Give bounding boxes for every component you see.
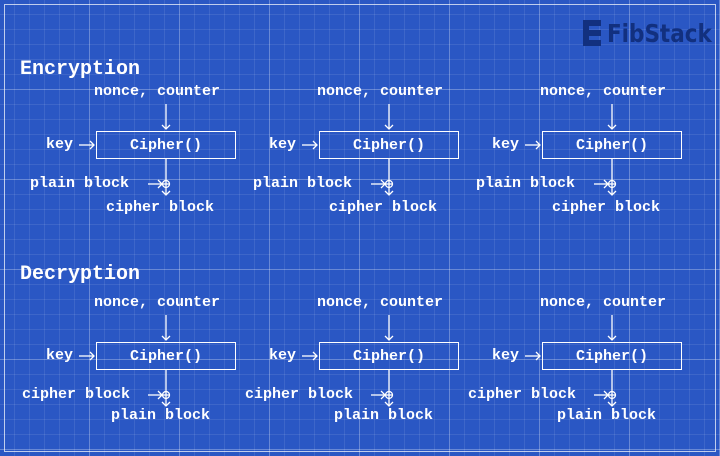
cipher-function-box: Cipher() (319, 131, 459, 159)
key-label: key (492, 347, 520, 364)
output-arrowhead (384, 401, 394, 407)
nonce-arrowhead (161, 335, 171, 341)
cipher-function-box: Cipher() (542, 131, 682, 159)
nonce-counter-label: nonce, counter (540, 83, 667, 100)
nonce-counter-label: nonce, counter (540, 294, 667, 311)
output-block-label: plain block (111, 407, 211, 424)
key-label: key (46, 347, 74, 364)
input-arrowhead (157, 179, 163, 189)
brand-logo: FibStack (583, 18, 720, 48)
input-block-label: cipher block (245, 386, 354, 403)
input-arrowhead (603, 179, 609, 189)
cipher-function-box: Cipher() (542, 342, 682, 370)
nonce-counter-label: nonce, counter (94, 83, 221, 100)
nonce-arrowhead (384, 124, 394, 130)
output-block-label: cipher block (329, 199, 438, 216)
section-title-encryption: Encryption (20, 58, 141, 81)
key-arrowhead (312, 140, 318, 150)
output-arrowhead (161, 190, 171, 196)
output-block-label: plain block (334, 407, 434, 424)
key-label: key (269, 136, 297, 153)
key-arrowhead (89, 140, 95, 150)
key-arrowhead (535, 351, 541, 361)
nonce-arrowhead (607, 335, 617, 341)
key-label: key (269, 347, 297, 364)
input-block-label: plain block (30, 175, 130, 192)
input-block-label: plain block (253, 175, 353, 192)
nonce-arrowhead (607, 124, 617, 130)
input-block-label: cipher block (468, 386, 577, 403)
nonce-arrowhead (384, 335, 394, 341)
key-arrowhead (535, 140, 541, 150)
section-title-decryption: Decryption (20, 263, 141, 286)
output-arrowhead (607, 401, 617, 407)
key-label: key (492, 136, 520, 153)
input-block-label: plain block (476, 175, 576, 192)
output-block-label: plain block (557, 407, 657, 424)
key-arrowhead (89, 351, 95, 361)
nonce-counter-label: nonce, counter (317, 294, 444, 311)
output-arrowhead (384, 190, 394, 196)
nonce-counter-label: nonce, counter (317, 83, 444, 100)
input-arrowhead (603, 390, 609, 400)
input-arrowhead (380, 390, 386, 400)
key-arrowhead (312, 351, 318, 361)
fibstack-logo-icon (583, 20, 601, 46)
input-block-label: cipher block (22, 386, 131, 403)
nonce-counter-label: nonce, counter (94, 294, 221, 311)
output-block-label: cipher block (106, 199, 215, 216)
key-label: key (46, 136, 74, 153)
output-block-label: cipher block (552, 199, 661, 216)
brand-name: FibStack (607, 18, 712, 48)
output-arrowhead (161, 401, 171, 407)
output-arrowhead (607, 190, 617, 196)
cipher-function-box: Cipher() (319, 342, 459, 370)
input-arrowhead (380, 179, 386, 189)
input-arrowhead (157, 390, 163, 400)
cipher-function-box: Cipher() (96, 131, 236, 159)
cipher-function-box: Cipher() (96, 342, 236, 370)
nonce-arrowhead (161, 124, 171, 130)
